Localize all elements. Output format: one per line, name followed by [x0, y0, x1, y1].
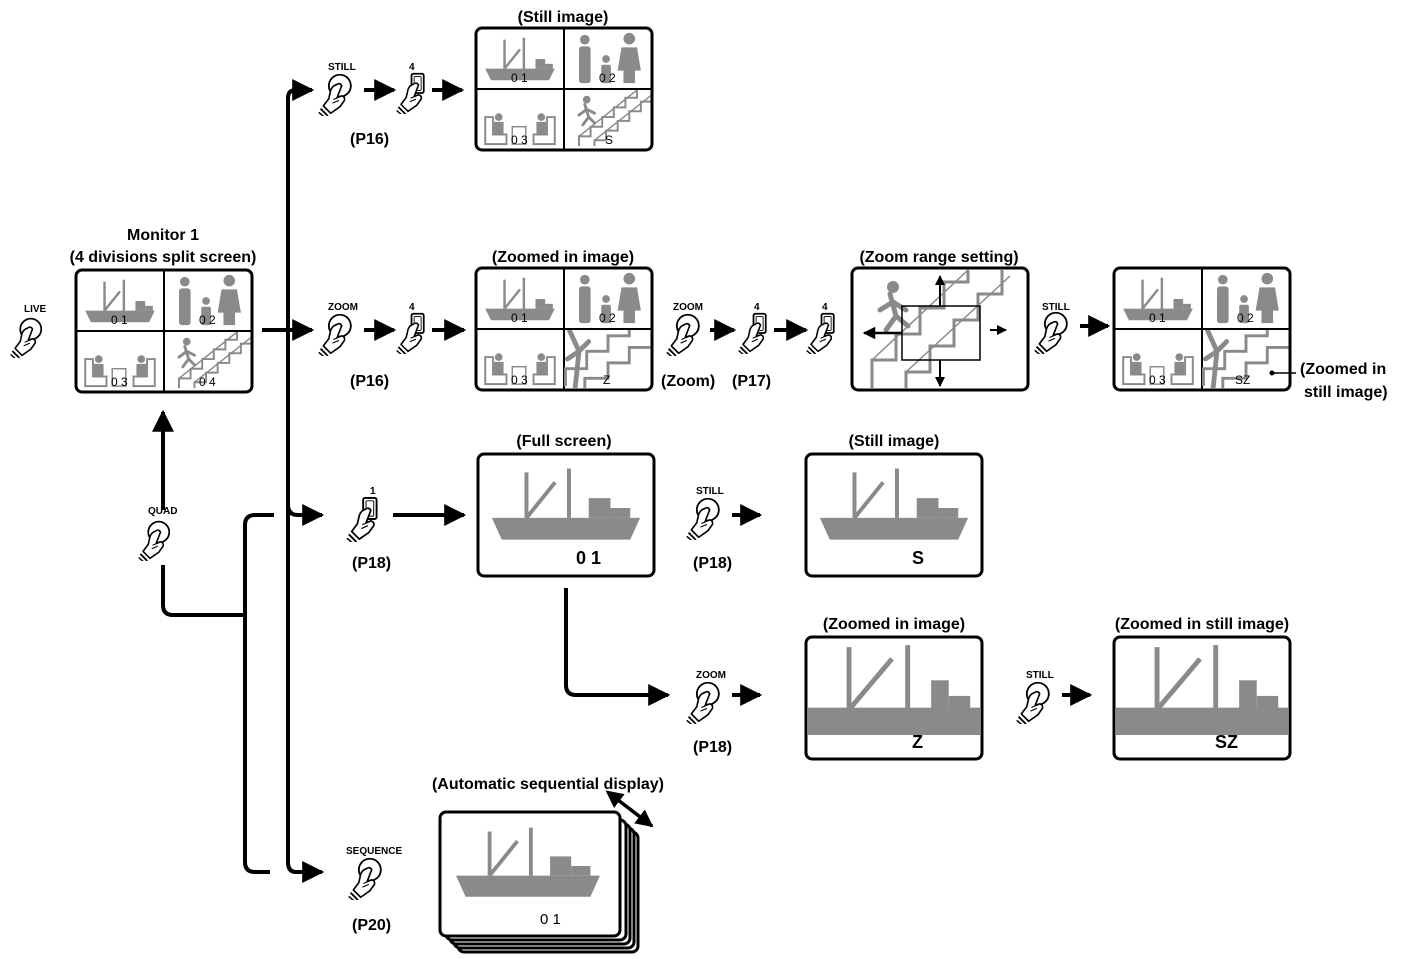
- zoomed-still-full-title: (Zoomed in still image): [1115, 616, 1289, 633]
- svg-text:0 1: 0 1: [111, 313, 128, 327]
- monitor-quad-screen: 0 1 0 2 0 3 0 4: [74, 268, 254, 394]
- ref-p17: (P17): [732, 373, 771, 390]
- ref-p16-still: (P16): [350, 131, 389, 148]
- svg-text:0 1: 0 1: [511, 71, 528, 85]
- branch-full: [286, 504, 325, 526]
- svg-text:Z: Z: [603, 373, 610, 387]
- svg-text:0 4: 0 4: [199, 375, 216, 389]
- zoom-button[interactable]: ZOOM: [317, 302, 358, 358]
- svg-text:STILL: STILL: [1026, 670, 1054, 681]
- svg-text:ZOOM: ZOOM: [673, 302, 703, 313]
- zoom-button-full[interactable]: ZOOM: [685, 670, 726, 726]
- key-4-button-zoom[interactable]: 4: [395, 302, 425, 356]
- ref-zoom: (Zoom): [661, 373, 715, 390]
- zoomed-quad-screen: 0 1 0 2 0 3 Z: [474, 266, 654, 392]
- ref-p18-still: (P18): [693, 555, 732, 572]
- svg-text:4: 4: [754, 302, 760, 313]
- monitor-subtitle: (4 divisions split screen): [70, 249, 257, 266]
- zoomed-still-full-screen: SZ: [1112, 635, 1292, 761]
- svg-text:SZ: SZ: [1215, 732, 1238, 752]
- svg-text:S: S: [605, 133, 613, 147]
- svg-text:STILL: STILL: [696, 486, 724, 497]
- svg-text:SZ: SZ: [1235, 373, 1250, 387]
- ref-p18-zoom: (P18): [693, 739, 732, 756]
- svg-text:4: 4: [409, 302, 415, 313]
- still-quad-screen: 0 1 0 2 0 3 S: [474, 26, 654, 152]
- vertical-bus: [286, 88, 297, 874]
- zoom-range-screen: [850, 266, 1030, 392]
- full-screen-title: (Full screen): [516, 433, 611, 450]
- svg-text:Z: Z: [912, 732, 923, 752]
- still-button-full[interactable]: STILL: [685, 486, 724, 542]
- zoomed-still-quad-screen: 0 1 0 2 0 3 SZ: [1112, 266, 1296, 392]
- zoom-button-2[interactable]: ZOOM: [665, 302, 703, 358]
- svg-text:4: 4: [822, 302, 828, 313]
- svg-text:SEQUENCE: SEQUENCE: [346, 846, 402, 857]
- svg-text:0 1: 0 1: [576, 548, 601, 568]
- zoomed-image-full-title: (Zoomed in image): [823, 616, 965, 633]
- live-button[interactable]: LIVE: [9, 304, 47, 360]
- sequence-screens: 0 1: [438, 790, 654, 954]
- auto-seq-title: (Automatic sequential display): [432, 776, 664, 793]
- svg-text:0 2: 0 2: [1237, 311, 1254, 325]
- quad-bracket: [243, 513, 274, 874]
- full-screen: 0 1: [476, 452, 656, 578]
- monitor-title: Monitor 1: [127, 227, 199, 244]
- svg-text:0 2: 0 2: [199, 313, 216, 327]
- svg-text:STILL: STILL: [328, 62, 356, 73]
- ref-p20: (P20): [352, 917, 391, 934]
- still-button[interactable]: STILL: [317, 62, 356, 118]
- connectors: [152, 79, 1111, 883]
- still-button-zoomed[interactable]: STILL: [1015, 670, 1054, 726]
- zoom-range-title: (Zoom range setting): [859, 249, 1018, 266]
- svg-text:ZOOM: ZOOM: [696, 670, 726, 681]
- still-image-title: (Still image): [518, 9, 609, 26]
- svg-text:S: S: [912, 548, 924, 568]
- key-4-button-3[interactable]: 4: [805, 302, 835, 356]
- quad-down: [161, 565, 245, 617]
- still-button-zoom-range[interactable]: STILL: [1033, 302, 1070, 356]
- key-4-button[interactable]: 4: [395, 62, 425, 116]
- ref-p16-zoom: (P16): [350, 373, 389, 390]
- svg-text:0 1: 0 1: [1149, 311, 1166, 325]
- svg-text:0 1: 0 1: [511, 311, 528, 325]
- svg-text:0 2: 0 2: [599, 311, 616, 325]
- svg-text:STILL: STILL: [1042, 302, 1070, 313]
- sequence-button[interactable]: SEQUENCE: [346, 846, 402, 902]
- zoomed-still-label-2: still image): [1304, 384, 1388, 401]
- svg-text:QUAD: QUAD: [148, 506, 177, 517]
- svg-text:LIVE: LIVE: [24, 304, 47, 315]
- still-image-full-title: (Still image): [849, 433, 940, 450]
- zoomed-full-screen: Z: [804, 635, 984, 761]
- svg-text:ZOOM: ZOOM: [328, 302, 358, 313]
- zoomed-still-label-1: (Zoomed in: [1300, 361, 1386, 378]
- key-1-button[interactable]: 1: [345, 486, 378, 544]
- key-4-button-p17[interactable]: 4: [737, 302, 767, 356]
- svg-text:0 3: 0 3: [1149, 373, 1166, 387]
- svg-text:0 1: 0 1: [540, 911, 561, 928]
- svg-text:0 3: 0 3: [111, 375, 128, 389]
- ref-p18-full: (P18): [352, 555, 391, 572]
- quad-button[interactable]: QUAD: [137, 506, 178, 563]
- svg-text:4: 4: [409, 62, 415, 73]
- svg-text:1: 1: [370, 486, 376, 497]
- still-full-screen: S: [804, 452, 984, 578]
- zoomed-image-title: (Zoomed in image): [492, 249, 634, 266]
- svg-text:0 3: 0 3: [511, 373, 528, 387]
- svg-text:0 3: 0 3: [511, 133, 528, 147]
- svg-text:0 2: 0 2: [599, 71, 616, 85]
